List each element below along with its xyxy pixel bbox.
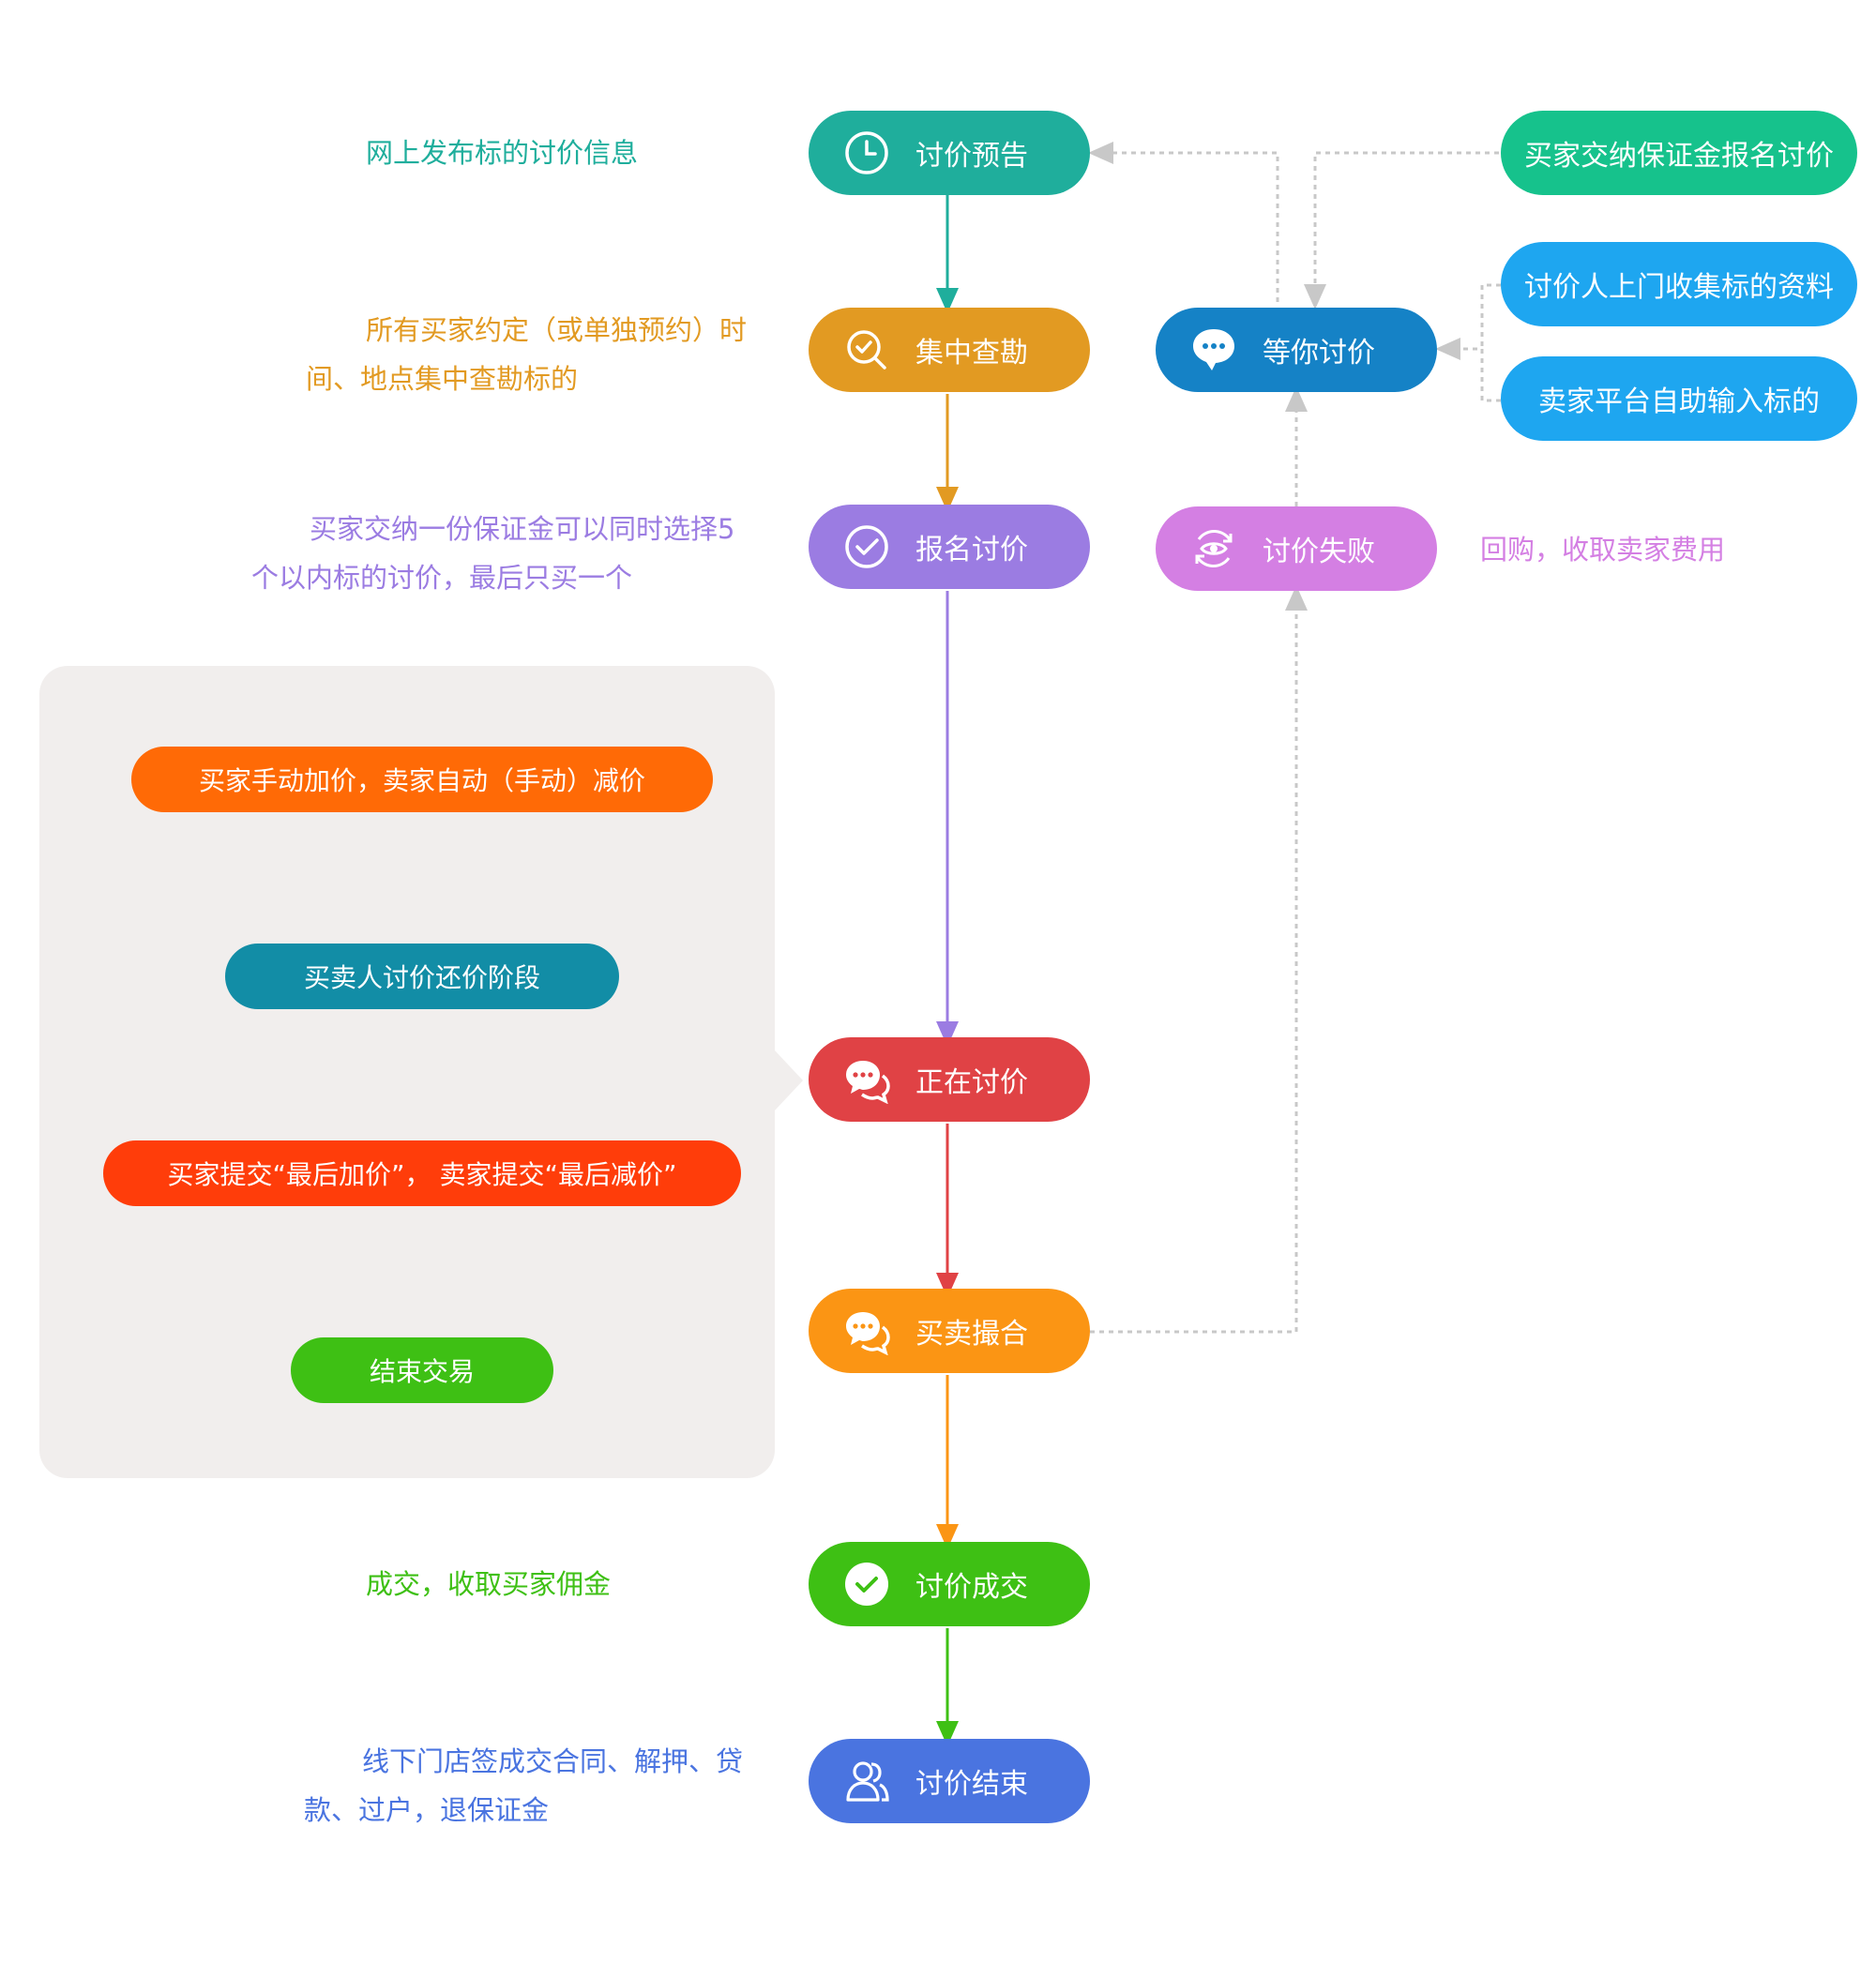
step-register-label: 报名讨价 [915, 534, 1028, 566]
note-register: 买家交纳一份保证金可以同时选择5 个以内标的讨价，最后只买一个 [251, 505, 734, 602]
note-deal-text: 成交，收取买家佣金 [366, 1568, 612, 1600]
step-announce[interactable]: 讨价预告 [809, 111, 1090, 195]
seller-self-input-label: 卖家平台自助输入标的 [1538, 385, 1820, 418]
sub-step-1[interactable]: 买家手动加价，卖家自动（手动）减价 [131, 747, 713, 812]
step-announce-label: 讨价预告 [915, 140, 1028, 173]
note-register-line2: 个以内标的讨价，最后只买一个 [251, 562, 633, 594]
note-failed: 回购，收取卖家费用 [1480, 525, 1725, 574]
note-end-line1: 线下门店签成交合同、解押、贷 [362, 1745, 744, 1777]
step-inspect[interactable]: 集中查勘 [809, 308, 1090, 392]
note-deal: 成交，收取买家佣金 [366, 1560, 611, 1608]
step-bargaining[interactable]: 正在讨价 [809, 1037, 1090, 1122]
step-end[interactable]: 讨价结束 [809, 1739, 1090, 1823]
note-end-line2: 款、过户，退保证金 [304, 1794, 550, 1826]
step-waiting-label: 等你讨价 [1263, 337, 1375, 370]
note-inspect-line2: 间、地点集中查勘标的 [306, 363, 579, 395]
note-inspect-line1: 所有买家约定（或单独预约）时 [366, 314, 748, 346]
check-circle-icon [845, 525, 888, 568]
door-collect-info-label: 讨价人上门收集标的资料 [1524, 271, 1834, 304]
sub-step-4[interactable]: 结束交易 [291, 1337, 553, 1403]
dashed-matching-to-failed [1090, 585, 1308, 1334]
buyer-deposit-register[interactable]: 买家交纳保证金报名讨价 [1501, 111, 1857, 195]
chat-bubbles-icon [846, 1312, 890, 1355]
note-register-line1: 买家交纳一份保证金可以同时选择5 [310, 513, 735, 545]
note-failed-text: 回购，收取卖家费用 [1480, 534, 1726, 566]
step-matching-label: 买卖撮合 [915, 1318, 1028, 1351]
check-badge-icon [845, 1563, 888, 1606]
sub-step-4-label: 结束交易 [369, 1356, 475, 1387]
sub-step-1-label: 买家手动加价，卖家自动（手动）减价 [198, 765, 645, 796]
sub-step-2-label: 买卖人讨价还价阶段 [303, 962, 540, 993]
step-waiting[interactable]: 等你讨价 [1156, 308, 1437, 392]
step-end-label: 讨价结束 [915, 1768, 1028, 1801]
speech-bubble-icon [1193, 329, 1234, 370]
users-icon [846, 1761, 889, 1802]
note-announce: 网上发布标的讨价信息 [366, 128, 638, 177]
sub-step-3[interactable]: 买家提交“最后加价”， 卖家提交“最后减价” [103, 1140, 741, 1206]
step-register[interactable]: 报名讨价 [809, 505, 1090, 589]
sub-step-2[interactable]: 买卖人讨价还价阶段 [225, 944, 619, 1009]
note-inspect: 所有买家约定（或单独预约）时 间、地点集中查勘标的 [306, 306, 747, 403]
note-announce-text: 网上发布标的讨价信息 [366, 137, 639, 169]
door-collect-info[interactable]: 讨价人上门收集标的资料 [1501, 242, 1857, 326]
step-deal[interactable]: 讨价成交 [809, 1542, 1090, 1626]
note-end: 线下门店签成交合同、解押、贷 款、过户，退保证金 [304, 1737, 743, 1835]
step-failed[interactable]: 讨价失败 [1156, 506, 1437, 591]
clock-icon [845, 131, 888, 174]
step-failed-label: 讨价失败 [1263, 536, 1375, 568]
step-deal-label: 讨价成交 [915, 1571, 1028, 1604]
step-matching[interactable]: 买卖撮合 [809, 1289, 1090, 1373]
step-bargaining-label: 正在讨价 [915, 1066, 1028, 1099]
panel-pointer [775, 1050, 803, 1110]
search-check-icon [847, 330, 886, 370]
dashed-waiting-to-announce [1088, 142, 1279, 302]
chat-bubbles-icon [846, 1061, 890, 1104]
dashed-seller-to-waiting [1435, 338, 1501, 402]
eye-refresh-icon [1195, 529, 1233, 568]
step-inspect-label: 集中查勘 [915, 337, 1028, 370]
seller-self-input[interactable]: 卖家平台自助输入标的 [1501, 356, 1857, 441]
dashed-door-to-waiting [1480, 283, 1501, 349]
dashed-deposit-to-waiting [1304, 151, 1499, 310]
buyer-deposit-register-label: 买家交纳保证金报名讨价 [1524, 140, 1834, 173]
sub-step-3-label: 买家提交“最后加价”， 卖家提交“最后减价” [167, 1159, 677, 1190]
